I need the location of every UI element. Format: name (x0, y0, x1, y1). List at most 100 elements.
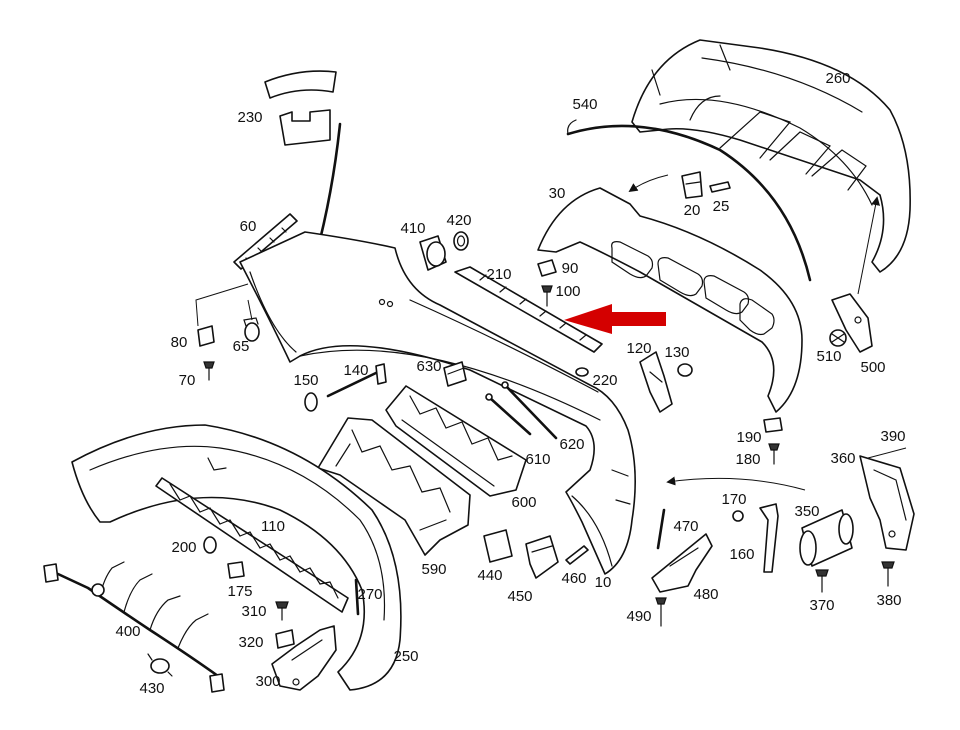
part-440-module (483, 529, 513, 563)
label-620: 620 (559, 436, 584, 453)
label-500: 500 (860, 359, 885, 376)
label-590: 590 (421, 561, 446, 578)
label-260: 260 (825, 70, 850, 87)
part-490-screw (655, 597, 667, 627)
label-250: 250 (393, 648, 418, 665)
part-230-cover-pieces (264, 70, 337, 146)
label-70: 70 (179, 372, 196, 389)
label-160: 160 (729, 546, 754, 563)
label-300: 300 (255, 673, 280, 690)
label-130: 130 (664, 344, 689, 361)
part-480-bracket (651, 533, 713, 593)
part-210-reinforcement-strip (454, 266, 603, 353)
part-20-bracket (681, 171, 703, 199)
part-400-wiring-harness (43, 561, 225, 693)
label-430: 430 (139, 680, 164, 697)
label-630: 630 (416, 358, 441, 375)
part-220-nut (575, 367, 589, 377)
label-180: 180 (735, 451, 760, 468)
part-510-disc (829, 329, 847, 347)
part-540-trim-strip (566, 119, 812, 282)
part-380-screw (881, 561, 895, 587)
label-210: 210 (486, 266, 511, 283)
part-370-screw (815, 569, 829, 593)
label-110: 110 (261, 518, 285, 535)
label-65: 65 (233, 338, 250, 355)
part-150-disc (304, 392, 318, 412)
part-10-bumper-cover (239, 231, 636, 575)
part-100-screw (541, 285, 553, 307)
label-390: 390 (880, 428, 905, 445)
label-150: 150 (293, 372, 318, 389)
part-300-bracket (271, 625, 337, 691)
part-25-clip (709, 181, 731, 193)
part-260-bumper-carrier (631, 39, 911, 273)
label-460: 460 (561, 570, 586, 587)
label-170: 170 (721, 491, 746, 508)
part-120-bracket (639, 351, 673, 413)
label-490: 490 (626, 608, 651, 625)
label-140: 140 (343, 362, 368, 379)
label-450: 450 (507, 588, 532, 605)
label-100: 100 (555, 283, 580, 300)
part-410-sensor (419, 235, 447, 271)
label-200: 200 (171, 539, 196, 556)
part-500-bracket (831, 293, 873, 353)
part-130-clip (677, 363, 693, 377)
part-70-screw (203, 361, 215, 381)
label-80: 80 (171, 334, 188, 351)
red-pointer-arrow (564, 304, 666, 334)
part-360-bracket (859, 455, 915, 551)
part-30-diffuser-panel (537, 187, 803, 413)
label-230: 230 (237, 109, 262, 126)
label-470: 470 (673, 518, 698, 535)
arrow-500-to-260 (857, 196, 881, 295)
part-420-ring (453, 231, 469, 251)
part-160-rod (759, 503, 779, 573)
part-175-clip (227, 561, 245, 579)
label-220: 220 (592, 372, 617, 389)
label-400: 400 (115, 623, 140, 640)
part-320-clip (275, 629, 295, 649)
part-90-clip (537, 259, 557, 277)
label-90: 90 (562, 260, 579, 277)
part-140-pin (326, 363, 387, 398)
part-170-nut (732, 510, 744, 522)
label-175: 175 (227, 583, 252, 600)
label-190: 190 (736, 429, 761, 446)
label-270: 270 (357, 586, 382, 603)
part-590-bracket (317, 417, 471, 556)
label-60: 60 (240, 218, 257, 235)
part-460-strip (565, 545, 589, 565)
label-120: 120 (626, 340, 651, 357)
label-600: 600 (511, 494, 536, 511)
part-630-bracket (443, 361, 467, 387)
part-620-rod (501, 381, 558, 440)
label-370: 370 (809, 597, 834, 614)
part-430-sensor (147, 653, 173, 677)
arrow-right-side (666, 476, 806, 491)
label-410: 410 (400, 220, 425, 237)
part-180-screw (768, 443, 780, 465)
label-380: 380 (876, 592, 901, 609)
part-190-clip (763, 417, 783, 433)
label-20: 20 (684, 202, 701, 219)
part-65-retainer (243, 317, 260, 342)
label-310: 310 (241, 603, 266, 620)
label-320: 320 (238, 634, 263, 651)
label-440: 440 (477, 567, 502, 584)
part-350-sensor-housing (799, 509, 854, 567)
part-number-labels: 230 540 260 30 20 25 60 410 420 210 90 1… (115, 70, 905, 697)
part-80-clip (197, 325, 215, 347)
label-30: 30 (549, 185, 566, 202)
arrow-to-panel (628, 174, 669, 193)
part-610-rod (485, 393, 532, 436)
part-200-washer (203, 536, 217, 554)
label-10: 10 (595, 574, 612, 591)
part-110-lattice-reinforcement (155, 477, 349, 613)
label-420: 420 (446, 212, 471, 229)
label-350: 350 (794, 503, 819, 520)
leader-lines-80-65 (195, 283, 253, 327)
label-510: 510 (816, 348, 841, 365)
